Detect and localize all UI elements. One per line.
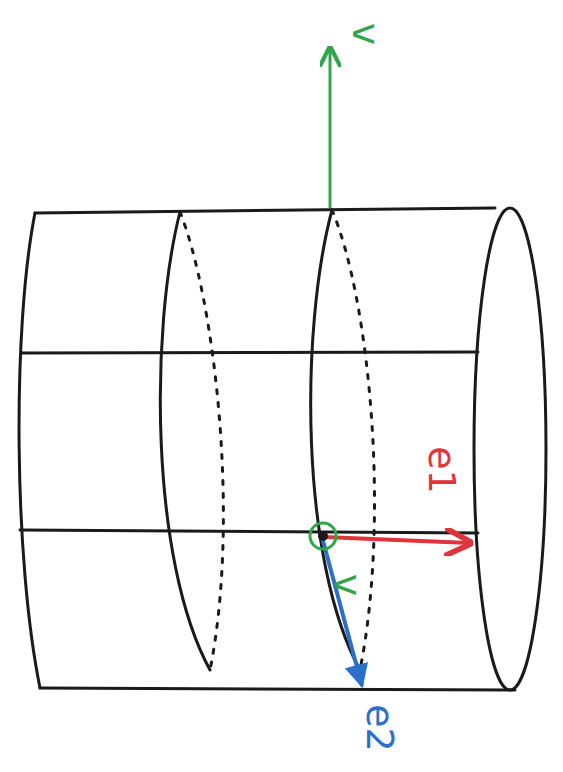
vector-label: e1 xyxy=(423,446,461,494)
e1-vector-arrow xyxy=(324,537,470,543)
base-point-dot xyxy=(318,531,328,541)
e2-vector-arrow xyxy=(322,537,362,686)
cylinder-outline xyxy=(19,208,546,690)
vector-label: v xyxy=(347,23,385,46)
vector-label: v xyxy=(329,574,367,597)
out-of-page-symbol xyxy=(310,523,336,549)
normal-vector-arrow xyxy=(329,48,332,208)
vector-label: e2 xyxy=(361,704,399,752)
